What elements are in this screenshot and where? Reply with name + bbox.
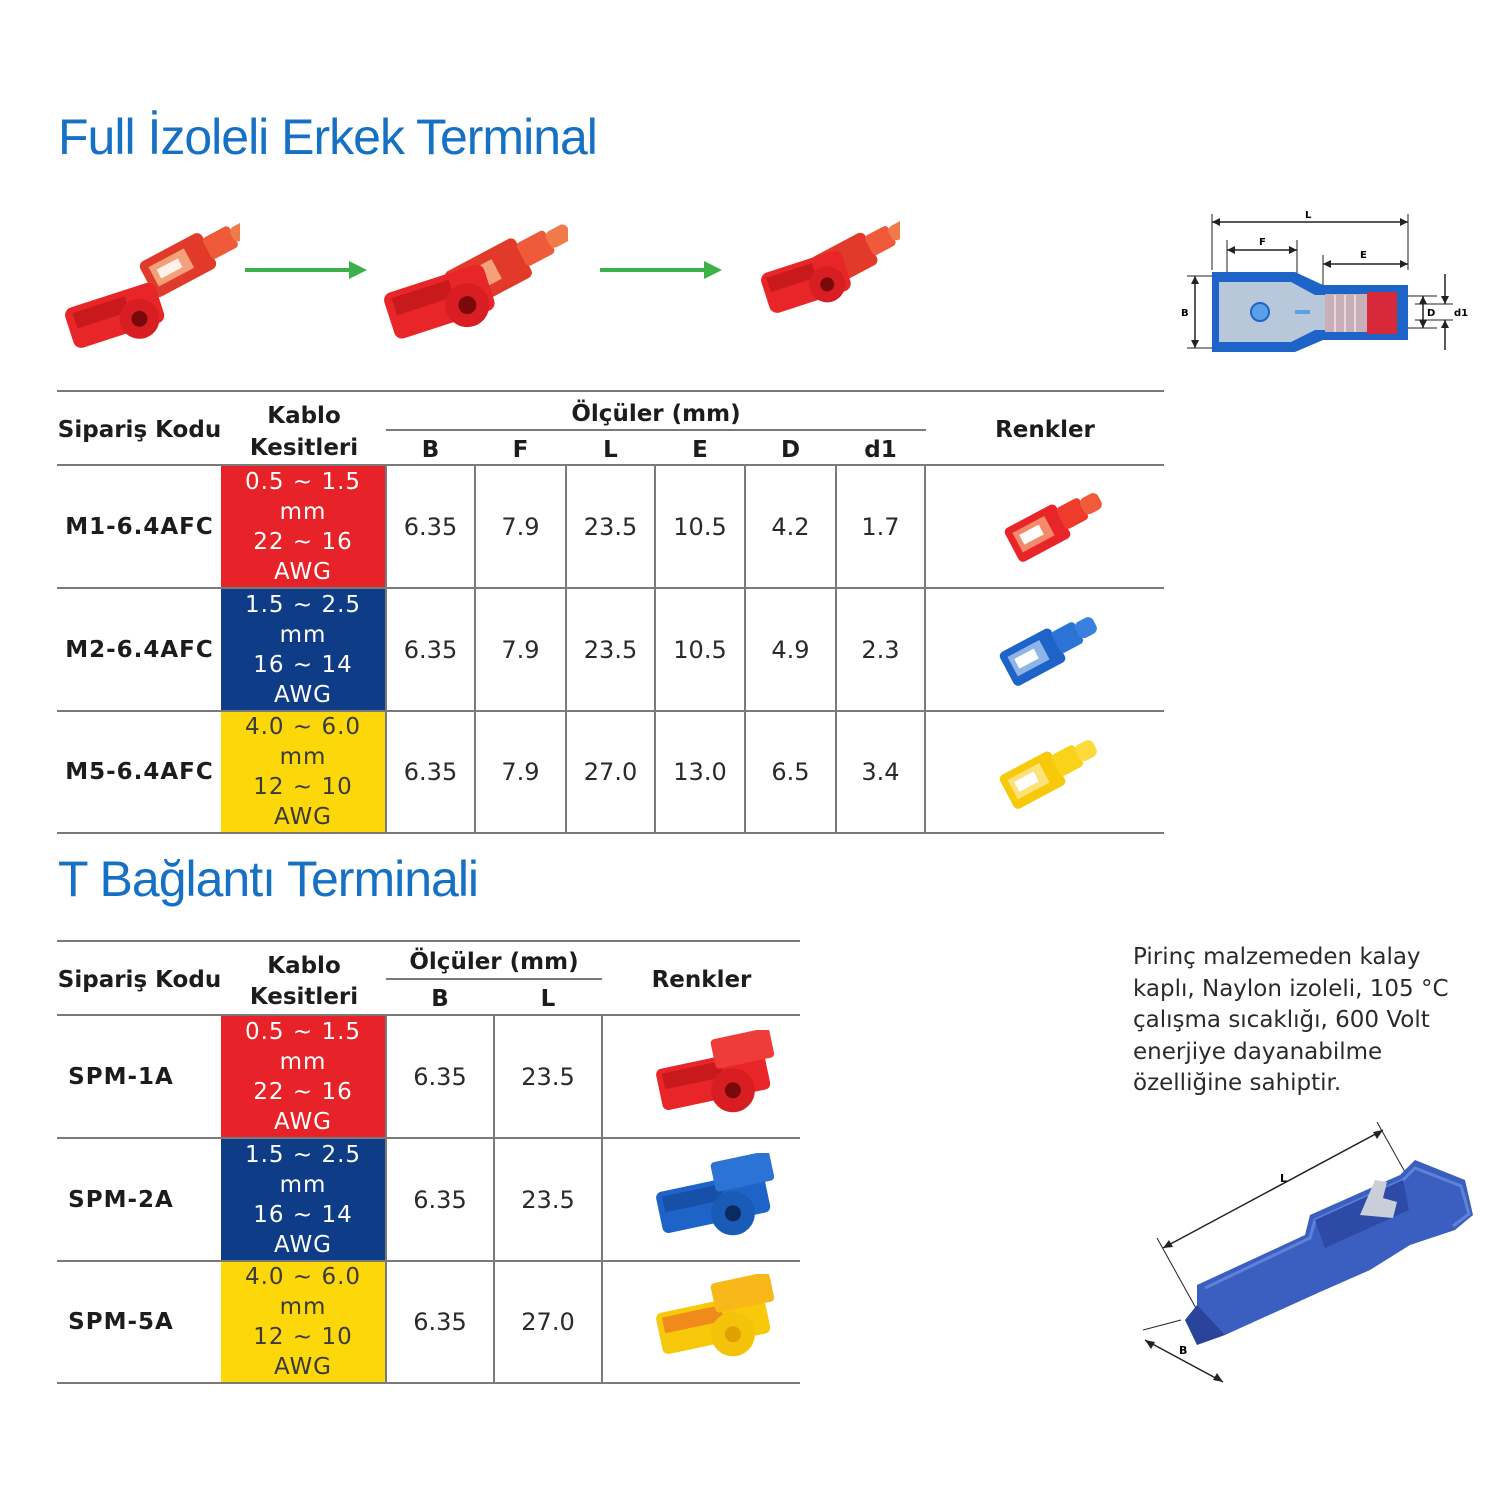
assembly-step-2-image [384,224,568,339]
value-b: 6.35 [413,1185,467,1214]
diagram-label-b: B [1181,308,1189,319]
value-e: 13.0 [673,758,727,786]
header-order-code: Sipariş Kodu [57,966,222,993]
value-l: 23.5 [583,635,638,664]
header-col-l: L [540,985,556,1012]
value-l: 23.5 [583,512,638,541]
cable-awg: 12 ~ 10 AWG [253,774,353,830]
cable-mm: 4.0 ~ 6.0 mm [244,1264,362,1320]
product-description: Pirinç malzemeden kalay kaplı, Naylon iz… [1133,944,1449,1096]
header-col-l: L [603,436,618,463]
header-cable-line1: Kablo [267,402,341,429]
cable-awg: 22 ~ 16 AWG [253,1078,353,1135]
table-row-code: SPM-2A [68,1186,174,1213]
arrow-right-2 [600,261,722,279]
cable-awg: 12 ~ 10 AWG [253,1324,353,1380]
value-b: 6.35 [413,1062,467,1091]
value-f: 7.9 [501,635,540,664]
t-terminal-dimension-diagram: L B [1142,1121,1473,1383]
t-tap-red-image [656,1030,775,1113]
header-col-f: F [512,436,529,463]
value-e: 10.5 [673,512,727,541]
table-row-code: SPM-5A [68,1309,174,1335]
diagram-label-d: D [1427,308,1435,319]
value-f: 7.9 [501,512,540,541]
value-f: 7.9 [501,758,540,786]
diagram-label-e: E [1360,250,1367,261]
arrow-right-1 [245,261,367,279]
value-e: 10.5 [673,635,727,664]
header-order-code: Sipariş Kodu [57,416,222,443]
table-row-code: M1-6.4AFC [65,513,214,540]
header-cable-line2: Kesitleri [249,434,359,461]
cable-section-cell: 0.5 ~ 1.5 mm 22 ~ 16 AWG [221,1016,385,1137]
terminal-red-image [1004,493,1102,562]
diagram-label-l: L [1305,210,1312,221]
cable-awg: 16 ~ 14 AWG [253,1201,353,1258]
value-d: 4.9 [771,635,810,664]
cable-mm: 1.5 ~ 2.5 mm [244,591,362,648]
value-l: 27.0 [521,1308,575,1336]
diagram-label-f: F [1259,237,1266,248]
cable-section-cell: 4.0 ~ 6.0 mm 12 ~ 10 AWG [221,1262,385,1382]
terminal-blue-image [999,617,1097,686]
cable-mm: 0.5 ~ 1.5 mm [244,1018,362,1075]
assembly-step-3-image [761,221,900,313]
value-l: 23.5 [521,1185,575,1214]
value-b: 6.35 [403,512,458,541]
diagram-label-b: B [1179,1344,1187,1357]
section-title-male-terminal: Full İzoleli Erkek Terminal [58,109,598,165]
value-d1: 1.7 [861,512,900,541]
t-tap-blue-image [656,1153,775,1236]
cable-mm: 1.5 ~ 2.5 mm [244,1141,362,1198]
header-colors: Renkler [995,416,1095,443]
cable-section-cell: 4.0 ~ 6.0 mm 12 ~ 10 AWG [221,712,385,832]
table-row-code: M5-6.4AFC [65,759,214,785]
value-d1: 2.3 [861,635,900,664]
header-col-b: B [431,985,449,1012]
diagram-label-d1: d1 [1454,308,1468,319]
cable-mm: 0.5 ~ 1.5 mm [244,468,362,525]
cable-awg: 22 ~ 16 AWG [253,528,353,585]
table-row-code: M2-6.4AFC [65,636,214,663]
cable-section-cell: 1.5 ~ 2.5 mm 16 ~ 14 AWG [221,589,385,710]
t-tap-yellow-image [656,1274,775,1357]
header-cable-line1: Kablo [267,952,341,979]
male-terminal-dimension-diagram: L F E B D d1 [1181,210,1468,352]
value-l: 27.0 [583,758,638,786]
table-row-code: SPM-1A [68,1063,174,1090]
header-col-d1: d1 [864,436,897,463]
header-colors: Renkler [651,966,752,993]
value-l: 23.5 [521,1062,575,1091]
value-d1: 3.4 [861,758,900,786]
diagram-label-l: L [1280,1172,1287,1185]
value-b: 6.35 [403,635,458,664]
header-col-b: B [421,436,440,463]
header-col-d: D [780,436,801,463]
cable-section-cell: 0.5 ~ 1.5 mm 22 ~ 16 AWG [221,466,385,587]
value-d: 4.2 [771,512,810,541]
header-cable-line2: Kesitleri [249,983,359,1010]
cable-awg: 16 ~ 14 AWG [253,651,353,708]
header-col-e: E [692,436,708,463]
header-dimensions: Ölçüler (mm) [409,948,579,975]
cable-mm: 4.0 ~ 6.0 mm [244,714,362,770]
assembly-step-1-image [65,221,240,348]
value-b: 6.35 [413,1308,467,1336]
section-title-t-terminal: T Bağlantı Terminali [58,851,479,907]
value-b: 6.35 [403,758,458,786]
header-dimensions: Ölçüler (mm) [571,400,741,427]
cable-section-cell: 1.5 ~ 2.5 mm 16 ~ 14 AWG [221,1139,385,1260]
value-d: 6.5 [771,758,810,786]
terminal-yellow-image [999,740,1097,809]
